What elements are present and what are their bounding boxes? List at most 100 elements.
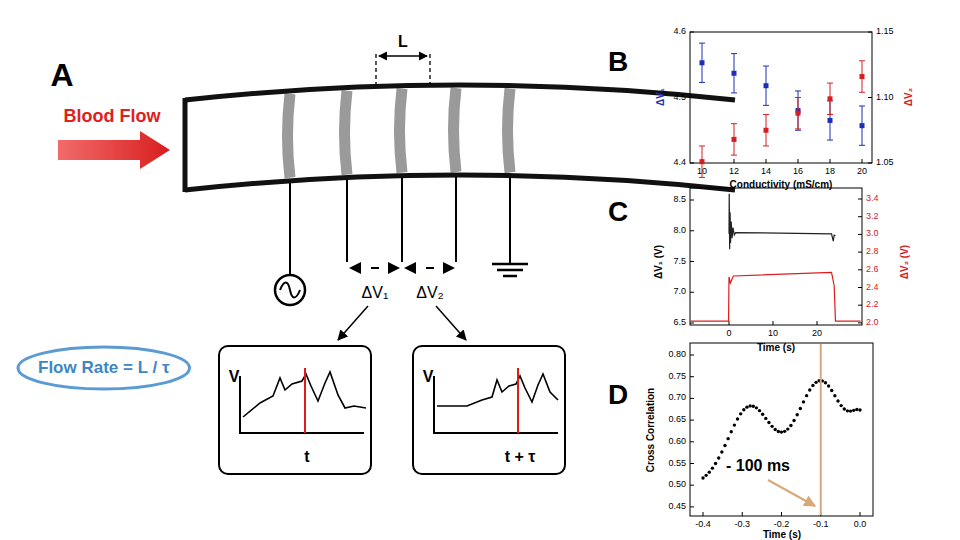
data-point — [802, 400, 805, 403]
data-point — [732, 71, 737, 76]
data-point — [824, 381, 827, 384]
electrode-band — [400, 89, 403, 173]
data-point — [758, 409, 761, 412]
tick-label: 10 — [697, 167, 707, 177]
data-point — [828, 118, 833, 123]
waveform — [437, 374, 558, 406]
error-bar — [795, 98, 801, 129]
tick-label: 16 — [793, 167, 803, 177]
tick — [858, 322, 862, 323]
tick — [868, 97, 872, 98]
wire — [401, 178, 403, 262]
tick-label: 3.4 — [866, 194, 879, 204]
tick-label: 0 — [726, 329, 731, 339]
tick-label: 8.5 — [673, 195, 686, 205]
data-point — [780, 430, 783, 433]
tick-label: 18 — [825, 167, 835, 177]
dimension-arrow — [379, 55, 427, 56]
error-bar — [859, 61, 865, 92]
tick — [690, 376, 694, 377]
leader-arrow — [768, 480, 815, 506]
data-point — [720, 450, 723, 453]
data-point — [843, 407, 846, 410]
tick-label: 7.0 — [673, 287, 686, 297]
axis-title: ΔV₂ — [903, 88, 914, 106]
tick-label: 7.5 — [673, 257, 686, 267]
panel-letter: D — [608, 380, 628, 411]
tick — [690, 97, 694, 98]
data-point — [852, 409, 855, 412]
data-point — [860, 74, 865, 79]
error-bar — [859, 106, 865, 145]
annotation: - 100 ms — [726, 457, 790, 475]
panel-letter: A — [50, 58, 73, 93]
error-bar — [763, 66, 769, 105]
formula-text: Flow Rate = L / τ — [38, 359, 170, 378]
error-bar — [731, 54, 737, 93]
tick — [690, 441, 694, 442]
data-point — [711, 466, 714, 469]
time-marker — [304, 368, 306, 433]
axis-title: Cross Correlation — [645, 388, 656, 472]
tick-label: 0.55 — [668, 459, 686, 469]
signal-label: ΔV₁ — [362, 284, 389, 302]
tick — [690, 163, 694, 164]
electrode-band — [345, 91, 348, 175]
data-point — [730, 430, 733, 433]
tick-label: 4.5 — [673, 93, 686, 103]
tick-label: 0.75 — [668, 372, 686, 382]
tick-label: -0.3 — [734, 520, 750, 530]
axis-title: ΔV₂ (V) — [899, 245, 910, 279]
data-point — [764, 417, 767, 420]
axis-title: Time (s) — [757, 342, 795, 353]
tick-label: 0.50 — [668, 480, 686, 490]
data-point — [764, 83, 769, 88]
wire — [346, 180, 348, 262]
tick — [858, 269, 862, 270]
tick-label: 2.0 — [866, 318, 879, 328]
tick-label: 0.0 — [854, 520, 867, 530]
data-point — [736, 417, 739, 420]
tick — [830, 159, 831, 163]
tick-label: 1.15 — [876, 27, 894, 37]
tick — [858, 287, 862, 288]
panel-letter: C — [608, 197, 628, 228]
tick — [817, 321, 818, 325]
tick-label: 1.05 — [876, 158, 894, 168]
electrode-band — [508, 88, 511, 172]
axis-letter: V — [423, 368, 434, 386]
data-point — [723, 444, 726, 447]
tick — [858, 252, 862, 253]
plot-frame — [690, 343, 873, 516]
tick-label: 10 — [768, 329, 778, 339]
ground-symbol — [492, 264, 528, 276]
data-point — [733, 423, 736, 426]
signal-label: ΔV₂ — [416, 284, 444, 302]
tick — [734, 159, 735, 163]
data-point — [828, 96, 833, 101]
tick — [858, 305, 862, 306]
data-point — [808, 388, 811, 391]
axis-letter: t — [304, 448, 309, 466]
plot-frame — [690, 32, 872, 163]
tick-label: 0.80 — [668, 350, 686, 360]
data-point — [742, 408, 745, 411]
data-point — [860, 123, 865, 128]
wire — [289, 183, 291, 275]
differential-arrows — [349, 262, 455, 274]
tick — [860, 512, 861, 516]
leader-arrow — [436, 306, 466, 340]
axis-letter: V — [229, 368, 240, 386]
data-point — [836, 399, 839, 402]
data-point — [814, 381, 817, 384]
data-point — [761, 413, 764, 416]
data-point — [839, 404, 842, 407]
data-point — [789, 424, 792, 427]
tick — [703, 512, 704, 516]
data-point — [858, 408, 861, 411]
data-point — [796, 413, 799, 416]
wire — [509, 177, 511, 264]
data-point — [717, 456, 720, 459]
flow-label: Blood Flow — [64, 107, 161, 127]
